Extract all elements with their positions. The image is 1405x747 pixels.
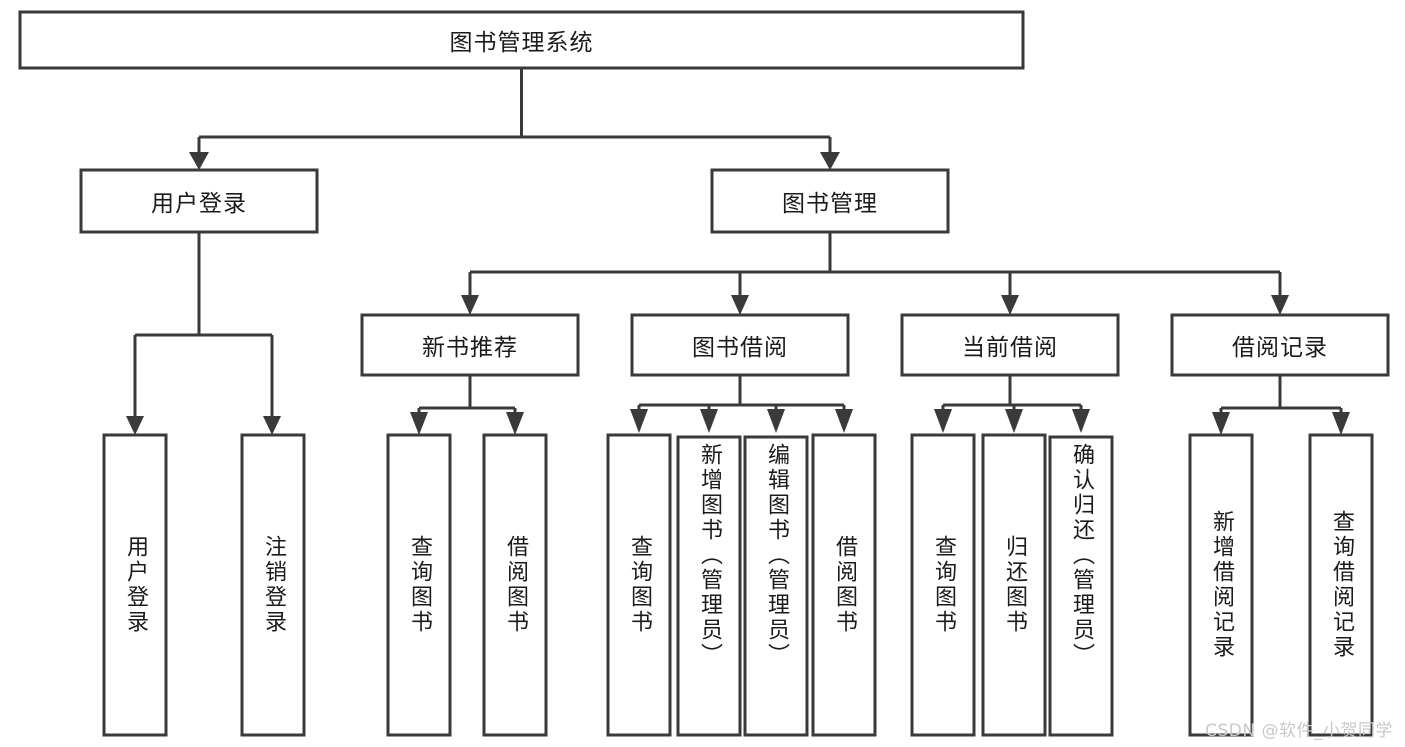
arrow-head-icon — [506, 412, 524, 435]
node-root[interactable] — [18, 10, 1025, 70]
arrow-head-icon — [630, 409, 648, 433]
node-level2-book-management[interactable] — [710, 168, 950, 234]
arrow-head-icon — [410, 412, 428, 435]
node-leaf-query-borrow-record[interactable] — [1308, 433, 1374, 737]
arrow-head-icon — [731, 295, 749, 315]
arrow-head-icon — [1072, 409, 1090, 433]
arrow-head-icon — [820, 152, 840, 170]
arrow-head-icon — [835, 409, 853, 433]
arrow-head-icon — [1005, 409, 1023, 433]
arrow-head-icon — [1271, 295, 1289, 315]
arrow-head-icon — [126, 416, 144, 435]
node-leaf-query-book-rec[interactable] — [386, 433, 452, 737]
node-leaf-logout[interactable] — [240, 433, 306, 737]
node-level3-book-borrow[interactable] — [630, 313, 850, 377]
arrow-head-icon — [1332, 412, 1350, 435]
arrow-head-icon — [461, 295, 479, 315]
node-level3-current-borrow[interactable] — [900, 313, 1120, 377]
arrow-head-icon — [263, 416, 281, 435]
arrow-head-icon — [1212, 412, 1230, 435]
node-leaf-query-book-current[interactable] — [910, 433, 976, 737]
node-leaf-borrow-book-rec[interactable] — [482, 433, 548, 737]
node-box-group — [18, 10, 1390, 737]
node-leaf-add-book-admin[interactable] — [676, 435, 742, 737]
node-level3-borrow-record[interactable] — [1170, 313, 1390, 377]
node-leaf-user-login[interactable] — [102, 433, 168, 737]
node-leaf-query-book-borrow[interactable] — [606, 433, 672, 737]
arrow-head-icon — [700, 409, 718, 433]
node-level2-user-login[interactable] — [79, 168, 319, 234]
arrow-head-icon — [767, 409, 785, 433]
node-level3-new-book-recommend[interactable] — [360, 313, 580, 377]
arrow-head-icon — [934, 409, 952, 433]
connector-group — [126, 68, 1350, 435]
node-leaf-add-borrow-record[interactable] — [1188, 433, 1254, 737]
arrow-head-icon — [1001, 295, 1019, 315]
node-leaf-return-book[interactable] — [981, 433, 1047, 737]
node-leaf-confirm-return-admin[interactable] — [1048, 435, 1114, 737]
node-leaf-edit-book-admin[interactable] — [743, 435, 809, 737]
node-leaf-borrow-book[interactable] — [811, 433, 877, 737]
arrow-head-icon — [189, 152, 209, 170]
